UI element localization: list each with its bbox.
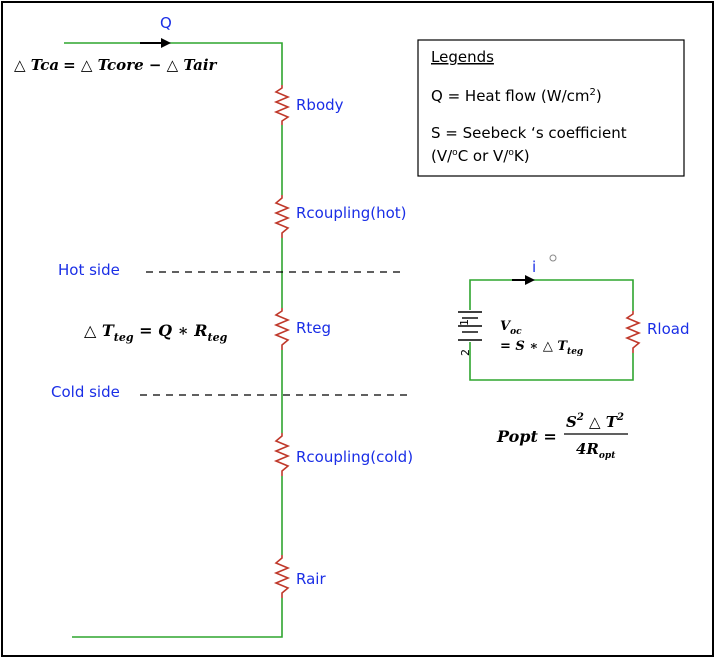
heat-flow-label: Q — [160, 14, 172, 32]
popt-formula: Popt = S2 △ T2 4Ropt — [496, 412, 628, 461]
battery-pin-2: 2 — [459, 349, 472, 356]
popt-numerator: S2 △ T2 — [566, 412, 624, 431]
voc-equation: = S ∗ △ Tteg — [500, 339, 583, 357]
circuit-wire — [469, 279, 634, 381]
hot-side-label: Hot side — [58, 261, 120, 279]
popt-denominator: 4Ropt — [576, 440, 616, 461]
delta-tca-equation: △ Tca= △ Tcore − △ Tair — [14, 56, 218, 74]
resistor-coupling-hot — [273, 195, 291, 238]
small-circle-icon — [549, 254, 557, 262]
voc-label: Voc — [500, 319, 522, 337]
load-resistor-label: Rload — [647, 320, 689, 338]
resistor-air-label: Rair — [296, 570, 326, 588]
resistor-teg — [273, 308, 291, 350]
resistor-coupling-hot-label: Rcoupling(hot) — [296, 204, 407, 222]
resistor-teg-label: Rteg — [296, 319, 331, 337]
load-resistor — [624, 311, 642, 353]
resistor-body — [273, 85, 291, 125]
battery-pin-1: 1 — [458, 319, 471, 326]
legend-title: Legends — [431, 48, 494, 66]
popt-lhs: Popt = — [496, 427, 557, 446]
cold-side-label: Cold side — [51, 383, 120, 401]
teg-equation: △ Tteg = Q ∗ Rteg — [84, 321, 228, 344]
resistor-air — [273, 555, 291, 598]
legend-box — [417, 39, 685, 177]
legend-seebeck: S = Seebeck ‘s coefficient — [431, 124, 627, 142]
current-label: i — [532, 258, 536, 276]
resistor-body-label: Rbody — [296, 96, 344, 114]
legend-seebeck-units: (V/oC or V/oK) — [431, 147, 530, 165]
teg-circuit: i 1 2 Voc = S ∗ △ Tteg Rload — [458, 254, 689, 381]
battery-icon — [458, 311, 482, 341]
resistor-coupling-cold — [273, 433, 291, 476]
main-wire — [64, 42, 283, 638]
resistor-coupling-cold-label: Rcoupling(cold) — [296, 448, 413, 466]
legend-heat-flow: Q = Heat flow (W/cm2) — [431, 87, 602, 105]
